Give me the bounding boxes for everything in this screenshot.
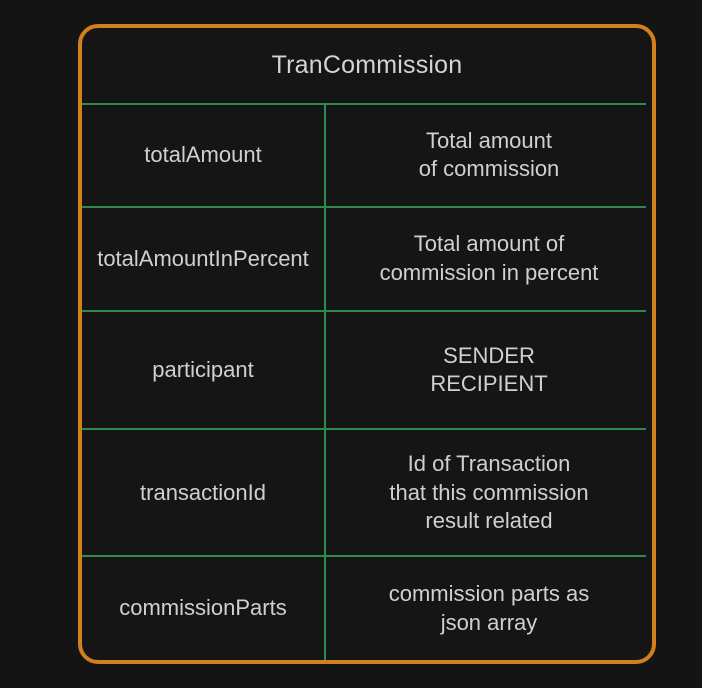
table-row: totalAmountInPercent Total amount of com… [82,205,652,310]
table-row: participant SENDER RECIPIENT [82,309,652,429]
attribute-description: Total amount of commission [418,127,560,182]
attribute-description: Id of Transaction that this commission r… [389,450,589,534]
entity-card-trancommission: TranCommission totalAmount Total amount … [78,24,656,664]
attribute-description: Total amount of commission in percent [379,231,599,285]
table-row: commissionParts commission parts as json… [82,555,652,660]
attribute-name: participant [82,311,326,429]
attribute-name: commissionParts [82,557,326,660]
attribute-description: SENDER RECIPIENT [430,342,548,397]
entity-title: TranCommission [271,51,463,79]
attribute-name: totalAmount [82,105,326,206]
table-row: totalAmount Total amount of commission [82,103,652,206]
attribute-name: transactionId [82,430,326,556]
attribute-description: commission parts as json array [388,580,590,635]
attribute-name: totalAmountInPercent [82,207,326,310]
attribute-table: totalAmount Total amount of commission t… [82,103,652,660]
table-row: transactionId Id of Transaction that thi… [82,428,652,556]
